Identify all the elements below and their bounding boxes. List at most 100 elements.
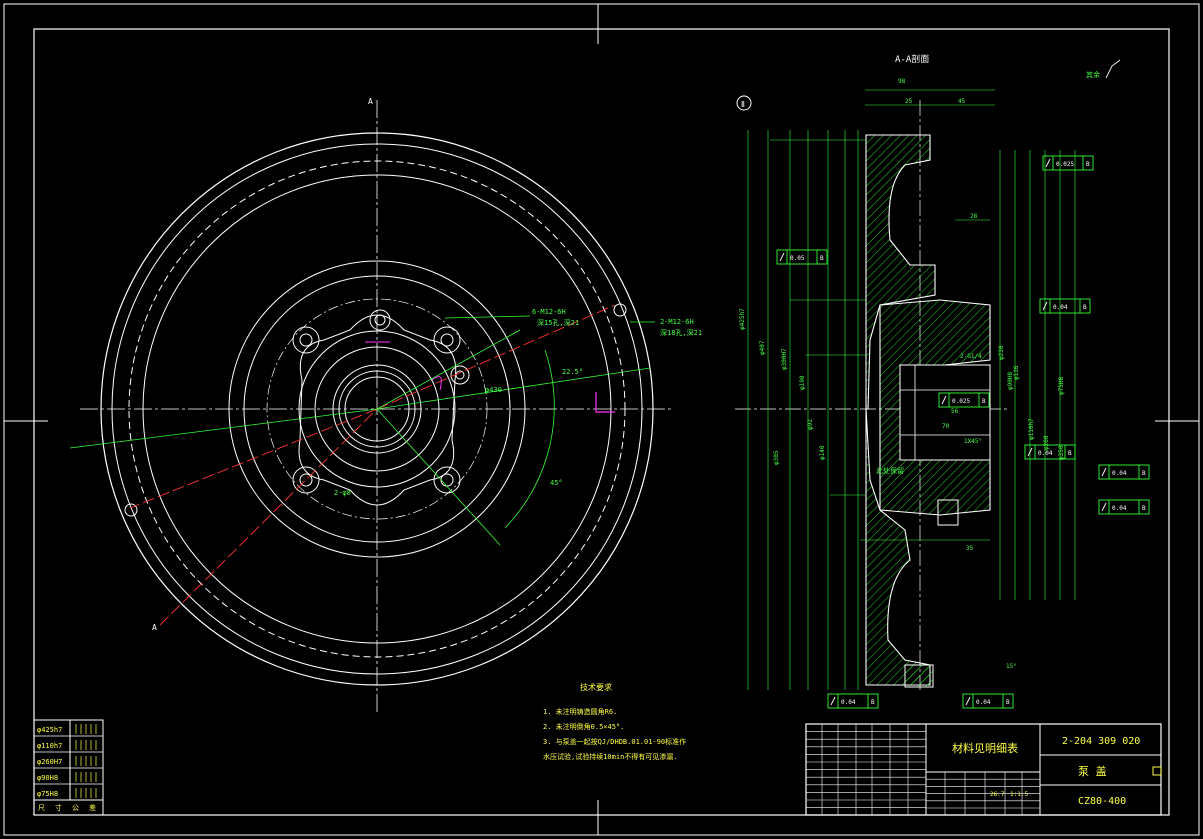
tolerance-datum: B — [871, 699, 875, 706]
tolerance-value: 0.04 — [1038, 450, 1053, 457]
tech-item-4: 水压试验,试验持续10min不得有可见渗漏. — [543, 752, 678, 761]
hole-depth-2: 深18孔,深21 — [660, 328, 702, 337]
right-dia-label: φ230 — [998, 345, 1005, 360]
tolerance-value: 0.025 — [952, 398, 970, 405]
dim-line-left — [69, 408, 378, 449]
tolerance-value: 0.025 — [1056, 161, 1074, 168]
bore-outer-circle — [332, 364, 422, 454]
tolerance-datum: B — [820, 255, 824, 262]
left-dia-label: φ190 — [799, 375, 806, 390]
section-mark-bottom: A — [152, 623, 157, 632]
hole-label-1: 6-M12-6H — [532, 308, 566, 316]
tol-footer-4: 差 — [89, 803, 96, 812]
title-block: 材料见明细表 2-204 309 020 泵 盖 CZ80-400 26.7 1… — [805, 723, 1162, 816]
right-dia-label: φ110h7 — [1028, 418, 1035, 440]
tolerance-frame — [1098, 464, 1150, 480]
angle-label-22: 22.5° — [562, 368, 583, 376]
left-dia-label: φ305 — [773, 450, 780, 465]
side-boss — [450, 365, 470, 385]
title-drawing-no: 2-204 309 020 — [1062, 736, 1140, 747]
section-mark-top: A — [368, 97, 373, 106]
magenta-detail — [365, 341, 442, 391]
tolerance-value: 0.04 — [1053, 304, 1068, 311]
profile-upper — [865, 134, 936, 410]
note-15deg: 15° — [1006, 663, 1017, 670]
runout-symbol — [1101, 502, 1107, 512]
dim-top-25: 25 — [905, 98, 913, 105]
dim-35: 35 — [966, 545, 974, 552]
flange-inner-circle — [243, 275, 511, 543]
tolerance-table: 尺 寸 公 差 φ425h7 φ110h7 φ260H7 φ90H8 φ75H8 — [33, 719, 104, 816]
runout-symbol — [1101, 467, 1107, 477]
tech-item-2: 2. 未注明倒角0.5×45°. — [543, 722, 624, 731]
bolt-pitch-circle — [266, 298, 488, 520]
section-title: A-A剖面 — [895, 53, 929, 65]
angle-dim-line — [376, 408, 501, 546]
left-dia-label: φ300H7 — [781, 348, 788, 370]
hub-outer-circle — [298, 330, 456, 488]
outer-rim-circle — [111, 143, 643, 675]
threaded-hole — [937, 499, 959, 526]
side-boss-hole — [455, 370, 465, 380]
tol-row-4: φ90H8 — [37, 774, 58, 782]
tol-row-5: φ75H8 — [37, 790, 58, 798]
title-part-name: 泵 盖 — [1078, 764, 1107, 778]
tolerance-datum: B — [1142, 505, 1146, 512]
tech-requirements: 技术要求 1. 未注明铸造圆角R6. 2. 未注明倒角0.5×45°. 3. 与… — [543, 682, 686, 761]
datum-mark: Ⅱ — [741, 100, 745, 109]
tol-footer-1: 尺 — [38, 804, 45, 812]
hidden-rim-circle — [128, 160, 626, 658]
left-dia-label: φ140 — [819, 445, 826, 460]
top-boss-outer — [369, 309, 391, 331]
right-dia-label: φ116 — [1013, 365, 1020, 380]
right-dia-label: φ260 — [1043, 435, 1050, 450]
lug-boss — [433, 466, 461, 494]
title-scale: 1:1.5 — [1010, 791, 1028, 798]
diameter-labels: φ425h7φ407φ300H7φ190φ140φ305φ92φ230φ116φ… — [739, 308, 1065, 465]
tol-table-border — [33, 719, 104, 816]
outer-frame — [3, 3, 1200, 836]
dim-28: 28 — [970, 213, 978, 220]
title-weight: 26.7 — [990, 791, 1005, 798]
section-line-a3 — [129, 408, 378, 509]
runout-symbol — [1045, 158, 1051, 168]
dim-70: 70 — [942, 423, 950, 430]
left-dia-label: φ407 — [759, 340, 766, 355]
angle-dim-line-2 — [376, 329, 521, 410]
leader-line-1 — [444, 315, 531, 319]
right-dia-label: φ75H8 — [1058, 377, 1065, 395]
section-view: A-A剖面 其余 Ⅱ 98 25 45 28 70 35 56 1X45° 2-… — [735, 53, 1150, 709]
lug-hole — [299, 473, 313, 487]
hole-label-2: 2-M12-6H — [660, 318, 694, 326]
bolt-lugs — [292, 326, 470, 494]
lug-hole — [440, 333, 454, 347]
bore-circle — [338, 370, 416, 448]
dim-56: 56 — [951, 408, 959, 415]
tolerance-datum: B — [1006, 699, 1010, 706]
left-dia-label: φ425h7 — [739, 308, 746, 330]
bottom-boss — [904, 664, 934, 688]
tech-item-1: 1. 未注明铸造圆角R6. — [543, 707, 617, 716]
right-dia-label: φ90H8 — [1007, 372, 1014, 390]
lug-boss — [292, 326, 320, 354]
tech-item-3: 3. 与泵盖一起按QJ/DHDB.01.01-90标准作 — [543, 737, 686, 746]
note-keep: 此处保留 — [876, 466, 904, 475]
tolerance-value: 0.05 — [790, 255, 805, 262]
runout-symbol — [1042, 301, 1048, 311]
inner-frame — [33, 28, 1170, 816]
profile-lower — [865, 408, 931, 686]
dim-top-45: 45 — [958, 98, 966, 105]
hub-lobes — [298, 314, 457, 506]
tolerance-frame — [1042, 155, 1094, 171]
datum-bubble — [736, 95, 752, 111]
inner-rim-circle — [142, 174, 612, 644]
dim-line-right — [376, 367, 651, 410]
hub-circle — [314, 346, 440, 472]
runout-symbol — [965, 696, 971, 706]
tolerance-datum: B — [1083, 304, 1087, 311]
title-model: CZ80-400 — [1078, 796, 1126, 807]
runout-symbol — [830, 696, 836, 706]
tol-row-3: φ260H7 — [37, 758, 62, 766]
